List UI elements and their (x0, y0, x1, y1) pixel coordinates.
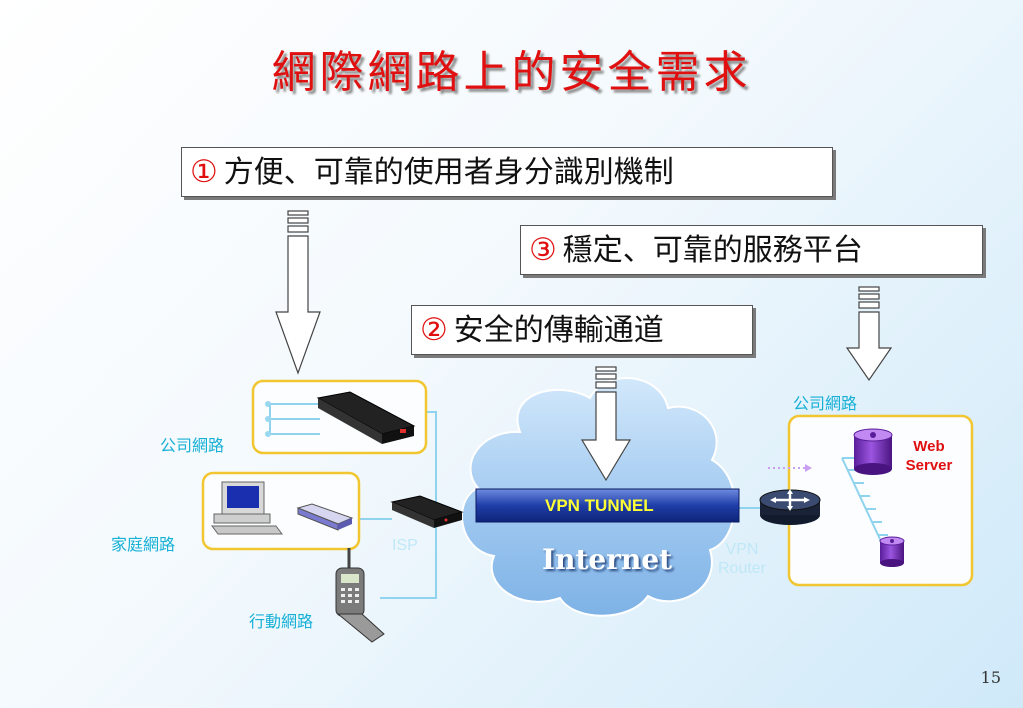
vpn-router-label: VPN Router (712, 540, 772, 578)
database-icon (879, 536, 905, 567)
mobile-network-label: 行動網路 (249, 612, 314, 631)
requirement-3-number: ③ (529, 232, 557, 268)
requirement-1-number: ① (190, 154, 218, 190)
dotted-arrow-icon (768, 464, 812, 472)
modem-icon (296, 503, 354, 531)
web-server-label-line2: Server (905, 457, 953, 474)
mobile-phone-icon (335, 548, 385, 643)
isp-label: ISP (392, 537, 418, 554)
vpn-router-label-line2: Router (717, 560, 767, 577)
vpn-router-icon (759, 489, 821, 525)
requirement-2-arrow (580, 366, 632, 482)
requirement-1-text: 方便、可靠的使用者身分識別機制 (223, 155, 674, 190)
company-network-label: 公司網路 (160, 436, 225, 455)
internet-label: Internet (542, 543, 673, 576)
page-number: 15 (980, 668, 1001, 687)
requirement-2-number: ② (420, 312, 448, 348)
home-network-label: 家庭網路 (111, 535, 176, 554)
requirement-2-text: 安全的傳輸通道 (453, 313, 664, 348)
web-server-label-line1: Web (913, 438, 945, 455)
vpn-tunnel-label: VPN TUNNEL (545, 496, 654, 515)
isp-router-icon (390, 495, 464, 528)
vpn-tunnel (475, 488, 740, 523)
requirement-3-arrow (845, 286, 893, 382)
requirement-3-text: 穩定、可靠的服務平台 (562, 233, 863, 268)
requirement-1-arrow (275, 210, 321, 375)
web-server-icon (853, 428, 893, 475)
vpn-router-label-line1: VPN (725, 541, 759, 558)
company-network-server-label: 公司網路 (793, 394, 858, 413)
web-server-label: Web Server (898, 437, 960, 475)
desktop-computer-icon (211, 481, 283, 535)
page-title: 網際網路上的安全需求 (271, 47, 752, 98)
network-switch-icon (265, 391, 416, 444)
